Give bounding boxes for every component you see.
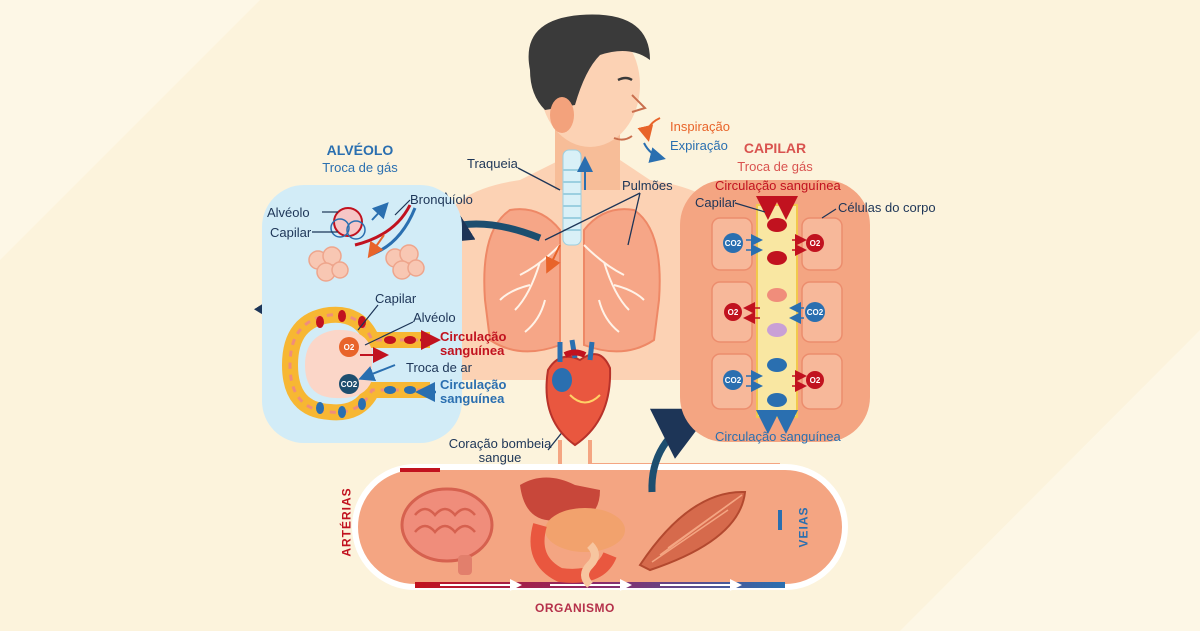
bronchiole-label: Bronquíolo bbox=[410, 192, 473, 207]
heart-label-line1: Coração bombeia bbox=[448, 436, 552, 451]
capillary-label: Capilar bbox=[695, 195, 737, 210]
capillary-blood-bottom-label: Circulação sanguínea bbox=[715, 429, 841, 444]
body-cells-label: Células do corpo bbox=[838, 200, 936, 215]
capillary-co2-label: CO2 bbox=[725, 376, 742, 385]
capillary-blood-top-label: Circulação sanguínea bbox=[715, 178, 841, 193]
inhale-label: Inspiração bbox=[670, 119, 730, 134]
alveolus-top-label: Alvéolo bbox=[267, 205, 310, 220]
alveolus-o2-label: O2 bbox=[344, 343, 355, 352]
blood-in-line2: sanguínea bbox=[440, 391, 505, 407]
muscle-organ bbox=[638, 490, 747, 572]
capillary-mid-label: Capilar bbox=[375, 291, 417, 306]
bg-stripe bbox=[900, 330, 1200, 631]
alveolus-co2-label: CO2 bbox=[341, 380, 358, 389]
lungs-label: Pulmões bbox=[622, 178, 673, 193]
airflow-in-arrow bbox=[545, 244, 561, 274]
capillary-panel-title: CAPILAR bbox=[743, 140, 807, 156]
capillary-co2-label: CO2 bbox=[807, 308, 824, 317]
alveolus-mid-label: Alvéolo bbox=[413, 310, 456, 325]
trachea-label: Traqueia bbox=[467, 156, 518, 171]
capillary-co2-label: CO2 bbox=[725, 239, 742, 248]
leader-lines bbox=[517, 167, 641, 451]
blood-out-line1: Circulação bbox=[440, 329, 507, 344]
ear bbox=[550, 97, 574, 133]
arteries-label: ARTÉRIAS bbox=[339, 487, 354, 557]
exhale-label: Expiração bbox=[670, 138, 728, 153]
capillary-o2-label: O2 bbox=[810, 376, 821, 385]
hair bbox=[528, 14, 650, 110]
heart bbox=[545, 339, 612, 447]
capillary-top-label: Capilar bbox=[270, 225, 312, 240]
blood-in-label: Circulação sanguínea bbox=[440, 377, 507, 407]
heart-label: Coração bombeia sangue bbox=[448, 436, 552, 466]
capillary-panel-subtitle: Troca de gás bbox=[737, 159, 813, 174]
capillary-panel bbox=[680, 180, 870, 442]
lungs bbox=[483, 208, 661, 353]
capillary-o2-label: O2 bbox=[810, 239, 821, 248]
alveolus-panel-subtitle: Troca de gás bbox=[322, 160, 398, 175]
trachea bbox=[562, 149, 582, 246]
air-exchange-label: Troca de ar bbox=[406, 360, 472, 375]
bg-stripe bbox=[0, 0, 260, 260]
inhale-arrow bbox=[637, 117, 661, 142]
capillary-o2-label: O2 bbox=[728, 308, 739, 317]
blood-out-line2: sanguínea bbox=[440, 343, 505, 359]
alveolus-panel-title: ALVÉOLO bbox=[326, 142, 394, 158]
digestive-organs bbox=[520, 477, 625, 588]
alveolus-panel bbox=[262, 185, 462, 443]
blood-out-label: Circulação sanguínea bbox=[440, 329, 507, 359]
brain-organ bbox=[400, 487, 494, 575]
veins-label: VEIAS bbox=[796, 506, 811, 548]
organism-label: ORGANISMO bbox=[535, 601, 615, 615]
exhale-arrow bbox=[643, 142, 666, 163]
blood-in-line1: Circulação bbox=[440, 377, 507, 392]
heart-label-line2: sangue bbox=[478, 450, 522, 466]
